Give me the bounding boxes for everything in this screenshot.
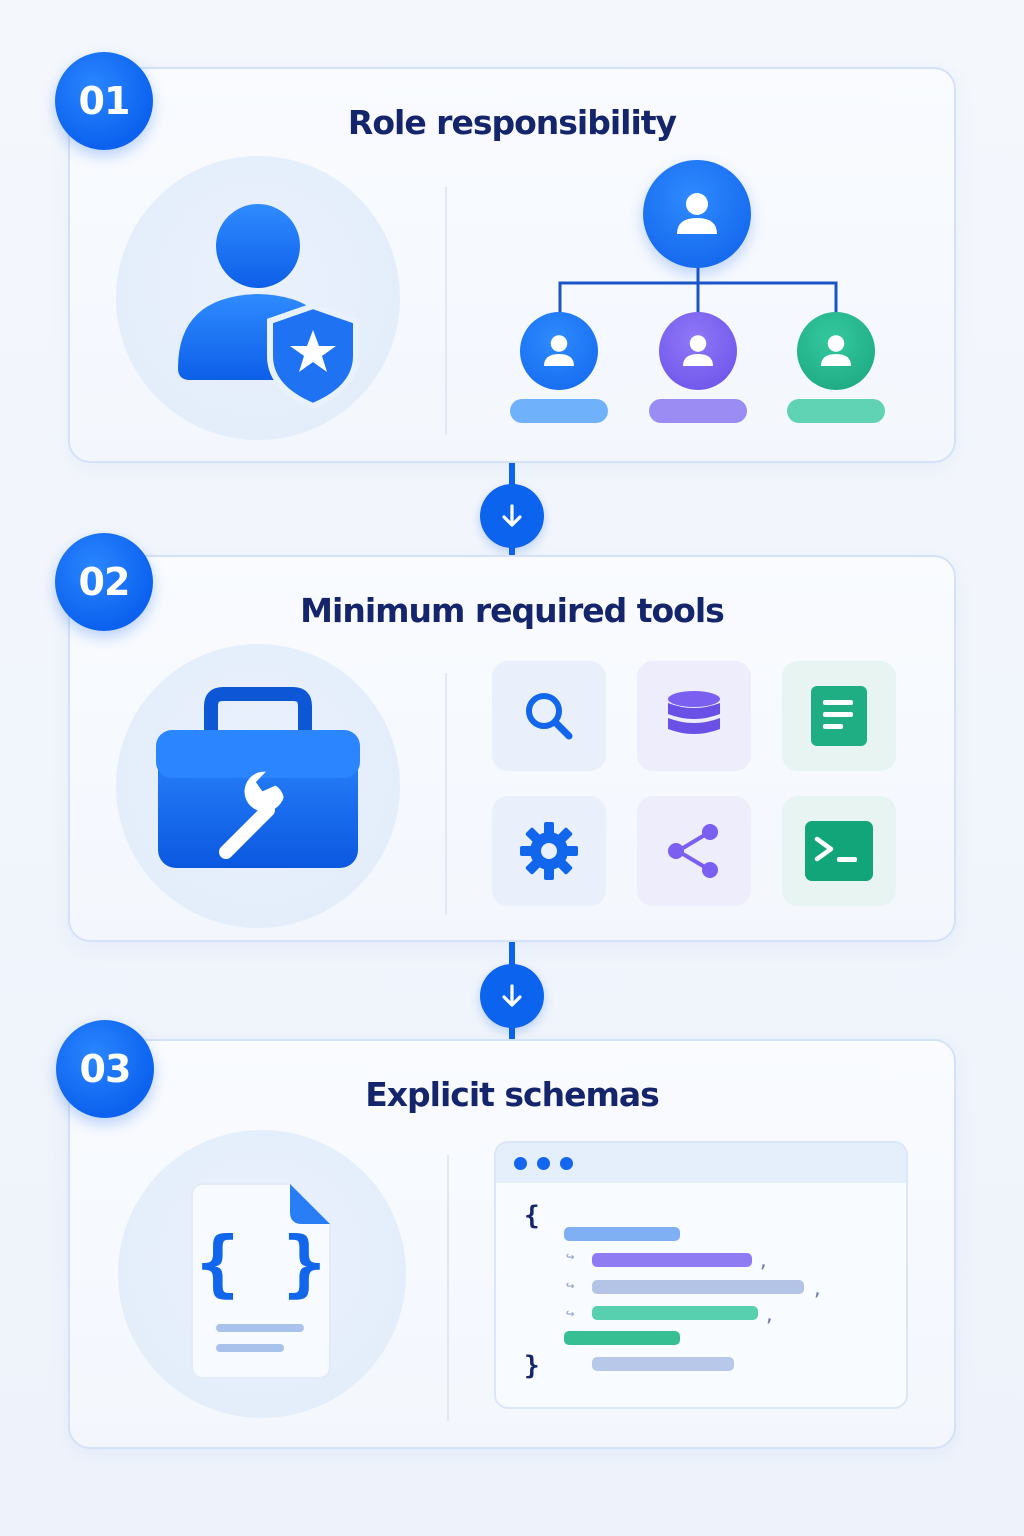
code-comma: , <box>812 1279 823 1300</box>
user-icon <box>821 335 851 366</box>
arrow-down-icon <box>502 504 522 527</box>
step-title: Minimum required tools <box>300 591 725 630</box>
user-icon <box>683 335 713 366</box>
window-dot <box>537 1157 550 1170</box>
code-line <box>592 1280 804 1294</box>
tool-tile-document <box>782 661 896 771</box>
flow-arrow-1 <box>480 484 544 548</box>
flow-arrow-2 <box>480 964 544 1028</box>
step-card-minimum-tools: Minimum required tools <box>68 555 956 942</box>
schema-illustration-circle: { } <box>118 1130 406 1418</box>
user-shield-icon <box>178 204 359 410</box>
org-top-node <box>643 160 751 268</box>
card-divider <box>447 1155 449 1421</box>
card-divider <box>445 673 447 915</box>
step-badge-01: 01 <box>55 52 153 150</box>
document-icon <box>811 686 867 746</box>
role-illustration-circle <box>116 156 400 440</box>
arrow-down-icon <box>502 984 522 1007</box>
step-badge-02: 02 <box>55 533 153 631</box>
terminal-icon <box>805 821 873 881</box>
toolbox-wrench-icon <box>156 687 360 868</box>
tool-tile-database <box>637 661 751 771</box>
code-close-brace: } <box>524 1351 540 1381</box>
tool-tile-settings <box>492 796 606 906</box>
step-title: Explicit schemas <box>365 1075 660 1114</box>
code-line <box>592 1357 734 1371</box>
step-badge-03: 03 <box>56 1020 154 1118</box>
search-icon <box>526 693 573 740</box>
code-window-titlebar <box>496 1143 906 1183</box>
indent-arrow-icon: ↪ <box>566 1306 575 1322</box>
user-icon <box>544 335 574 366</box>
tool-tile-terminal <box>782 796 896 906</box>
org-child-node-3 <box>797 312 875 390</box>
org-child-node-1 <box>520 312 598 390</box>
svg-text:{ }: { } <box>196 1221 326 1305</box>
code-line <box>564 1331 680 1345</box>
window-dot <box>514 1157 527 1170</box>
step-card-role-responsibility: Role responsibility <box>68 67 956 463</box>
org-child-label-3 <box>787 399 885 423</box>
code-line <box>592 1306 758 1320</box>
window-dot <box>560 1157 573 1170</box>
user-icon <box>677 193 717 234</box>
json-file-icon: { } <box>191 1183 331 1379</box>
gear-icon <box>520 822 578 880</box>
tool-tile-search <box>492 661 606 771</box>
org-child-node-2 <box>659 312 737 390</box>
code-line <box>564 1227 680 1241</box>
card-divider <box>445 187 447 435</box>
org-child-label-2 <box>649 399 747 423</box>
database-icon <box>668 691 720 734</box>
share-icon <box>668 824 718 878</box>
org-child-label-1 <box>510 399 608 423</box>
tool-tile-share <box>637 796 751 906</box>
code-window: { ↪ , ↪ , ↪ , } <box>494 1141 908 1409</box>
indent-arrow-icon: ↪ <box>566 1278 575 1294</box>
step-title: Role responsibility <box>347 103 677 142</box>
code-comma: , <box>758 1251 769 1272</box>
code-comma: , <box>764 1305 775 1326</box>
indent-arrow-icon: ↪ <box>566 1249 575 1265</box>
code-open-brace: { <box>524 1201 540 1231</box>
code-line <box>592 1253 752 1267</box>
tools-illustration-circle <box>116 644 400 928</box>
